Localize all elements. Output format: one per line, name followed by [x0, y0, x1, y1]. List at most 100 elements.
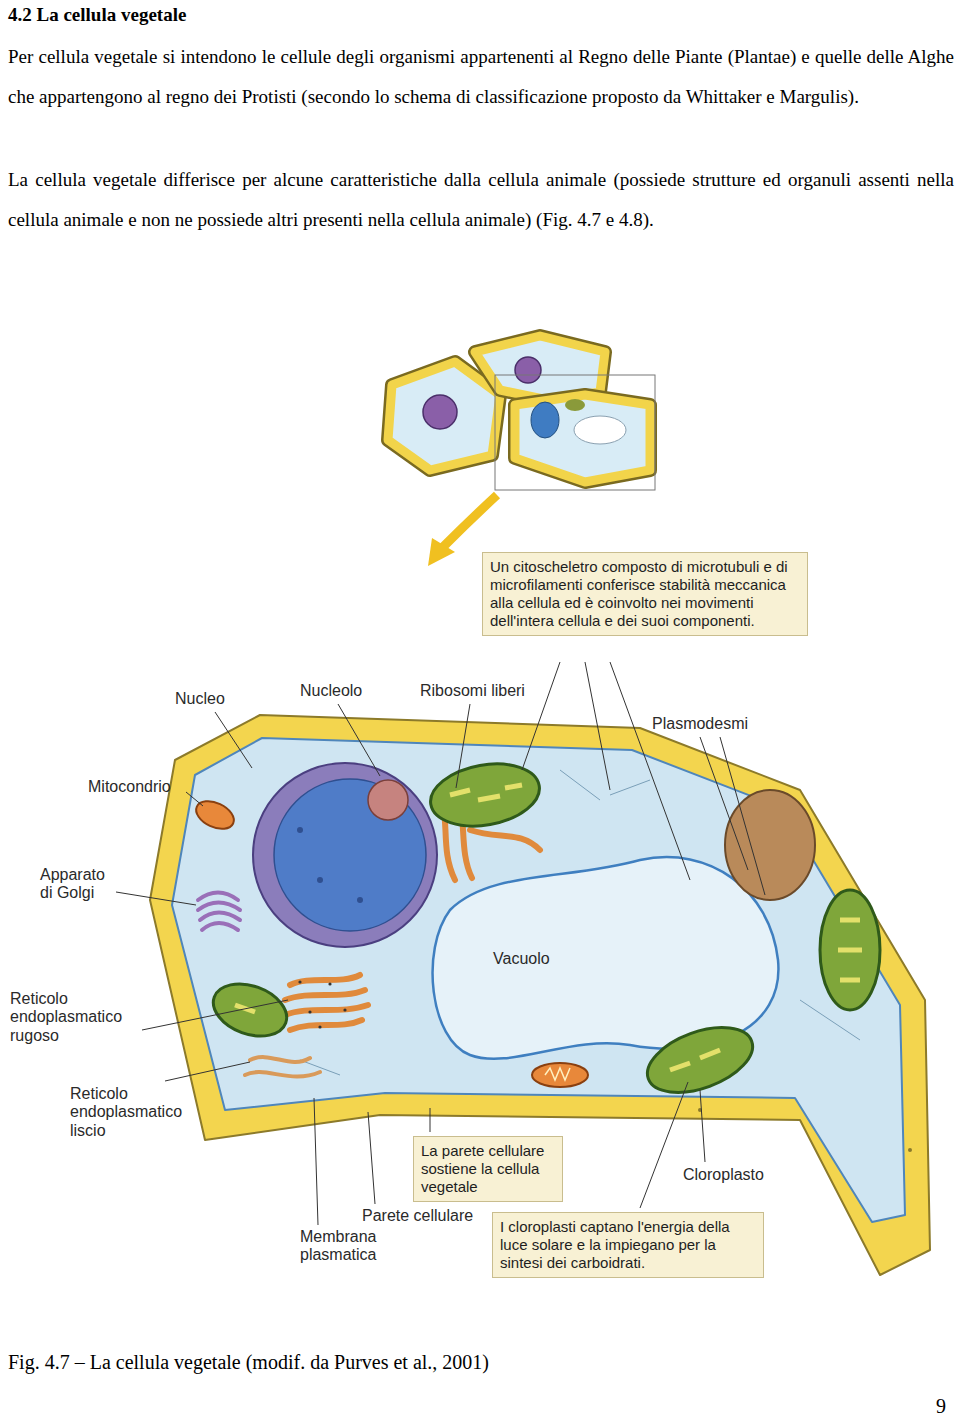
body-paragraph: Per cellula vegetale si intendono le cel…: [8, 37, 954, 117]
mini-cells-part: [531, 402, 559, 438]
chloroplasts-part: [450, 785, 522, 800]
leader-lines-part: [338, 704, 380, 776]
leader-lines-part: [368, 1112, 375, 1204]
callout-box: La parete cellulare sostiene la cellula …: [413, 1136, 563, 1202]
leader-lines-part: [314, 1098, 318, 1225]
chloroplasts: [206, 756, 880, 1105]
nucleus-part: [297, 827, 303, 833]
mitochondria-part: [532, 1063, 588, 1087]
leader-lines-part: [640, 1082, 688, 1208]
label-slot: Nucleolo: [300, 682, 390, 700]
leader-lines-part: [456, 704, 470, 788]
leader-lines-part: [430, 1108, 431, 1132]
leader-lines-part: [720, 737, 765, 895]
section-heading: 4.2 La cellula vegetale: [8, 3, 608, 27]
label-slot: Cloroplasto: [683, 1166, 783, 1184]
label-slot: Parete cellulare: [362, 1207, 492, 1225]
mini-cells-part: [423, 395, 457, 429]
leader-lines-part: [186, 792, 203, 806]
label-slot: Ribosomi liberi: [420, 682, 560, 700]
leader-lines-part: [585, 662, 610, 790]
chloroplasts-part: [206, 974, 294, 1045]
leader-lines: [116, 662, 765, 1225]
part-label: Vacuolo: [493, 950, 573, 968]
cytoplasm-part: [172, 738, 905, 1222]
nucleus-part: [368, 780, 408, 820]
golgi-apparatus: [198, 893, 240, 931]
label-slot: Reticolo endoplasmatico rugoso: [10, 990, 140, 1045]
label-slot: Mitocondrio: [88, 778, 198, 796]
nucleus-part: [274, 779, 426, 931]
part-label: Membrana plasmatica: [300, 1228, 395, 1265]
leader-lines-part: [165, 1062, 250, 1081]
mitochondria-part: [192, 796, 238, 835]
cell-wall-part: [150, 715, 930, 1275]
chloroplasts-part: [426, 756, 545, 834]
nucleus-part: [317, 877, 323, 883]
callout-text: I cloroplasti captano l'energia della lu…: [500, 1218, 756, 1272]
endoplasmic-reticulum-part: [245, 1057, 320, 1076]
zoom-frame-part: [495, 375, 655, 490]
part-label: Parete cellulare: [362, 1207, 492, 1225]
leader-lines-part: [215, 712, 252, 768]
label-slot: 9: [936, 1394, 956, 1418]
endoplasmic-reticulum-part: [328, 982, 331, 985]
mini-cells-part: [515, 395, 650, 482]
label-slot: Membrana plasmatica: [300, 1228, 395, 1265]
mini-cells-part: [565, 399, 585, 411]
mitochondria: [192, 796, 588, 1087]
endoplasmic-reticulum-part: [298, 980, 301, 983]
golgi-apparatus-part: [198, 893, 240, 931]
part-label: Reticolo endoplasmatico liscio: [70, 1085, 190, 1140]
label-slot: Plasmodesmi: [652, 715, 772, 733]
leader-lines-part: [700, 737, 748, 870]
zoom-arrow-part: [442, 495, 497, 548]
label-slot: Nucleo: [175, 690, 255, 708]
mini-cells-part: [515, 395, 650, 482]
mini-cells-part: [388, 362, 500, 470]
chloroplasts-part: [670, 1050, 720, 1070]
cell-wall-part: [908, 1148, 912, 1152]
endoplasmic-reticulum-part: [318, 1025, 321, 1028]
part-label: Plasmodesmi: [652, 715, 772, 733]
zoom-arrow-part: [428, 538, 455, 566]
chloroplasts-part: [838, 920, 862, 980]
nucleus-part: [253, 763, 437, 947]
part-label: Apparato di Golgi: [40, 866, 120, 903]
mini-cells: [388, 336, 650, 482]
endoplasmic-reticulum-part: [308, 1010, 311, 1013]
mini-cells-part: [388, 362, 500, 470]
figure-caption: Fig. 4.7 – La cellula vegetale (modif. d…: [8, 1350, 908, 1374]
cytoplasm: [172, 738, 905, 1222]
nucleus-part: [357, 897, 363, 903]
callout-box: Un citoscheletro composto di microtubuli…: [482, 552, 808, 636]
leader-lines-part: [610, 662, 690, 880]
label-slot: Apparato di Golgi: [40, 866, 120, 903]
leader-lines-part: [700, 1090, 705, 1162]
endoplasmic-reticulum-part: [285, 975, 368, 1030]
label-slot: La cellula vegetale differisce per alcun…: [8, 160, 954, 240]
leader-lines-part: [522, 662, 560, 770]
label-slot: Per cellula vegetale si intendono le cel…: [8, 37, 954, 117]
chloroplasts-part: [820, 890, 880, 1010]
page-number: 9: [936, 1394, 956, 1418]
leader-lines-part: [116, 892, 196, 905]
cell-wall: [150, 715, 930, 1275]
text-slot: 4.2 La cellula vegetale: [8, 3, 608, 27]
zoom-frame: [495, 375, 655, 490]
leader-lines-part: [142, 1000, 288, 1030]
label-slot: Vacuolo: [493, 950, 573, 968]
callout-text: La parete cellulare sostiene la cellula …: [421, 1142, 555, 1196]
body-paragraph: La cellula vegetale differisce per alcun…: [8, 160, 954, 240]
label-slot: Reticolo endoplasmatico liscio: [70, 1085, 190, 1140]
nucleus: [253, 763, 437, 947]
part-label: Ribosomi liberi: [420, 682, 560, 700]
callout-text: Un citoscheletro composto di microtubuli…: [490, 558, 800, 630]
part-label: Nucleolo: [300, 682, 390, 700]
mini-cells-part: [574, 416, 626, 444]
part-label: Reticolo endoplasmatico rugoso: [10, 990, 140, 1045]
part-label: Cloroplasto: [683, 1166, 783, 1184]
text-slot: Fig. 4.7 – La cellula vegetale (modif. d…: [8, 1350, 908, 1374]
